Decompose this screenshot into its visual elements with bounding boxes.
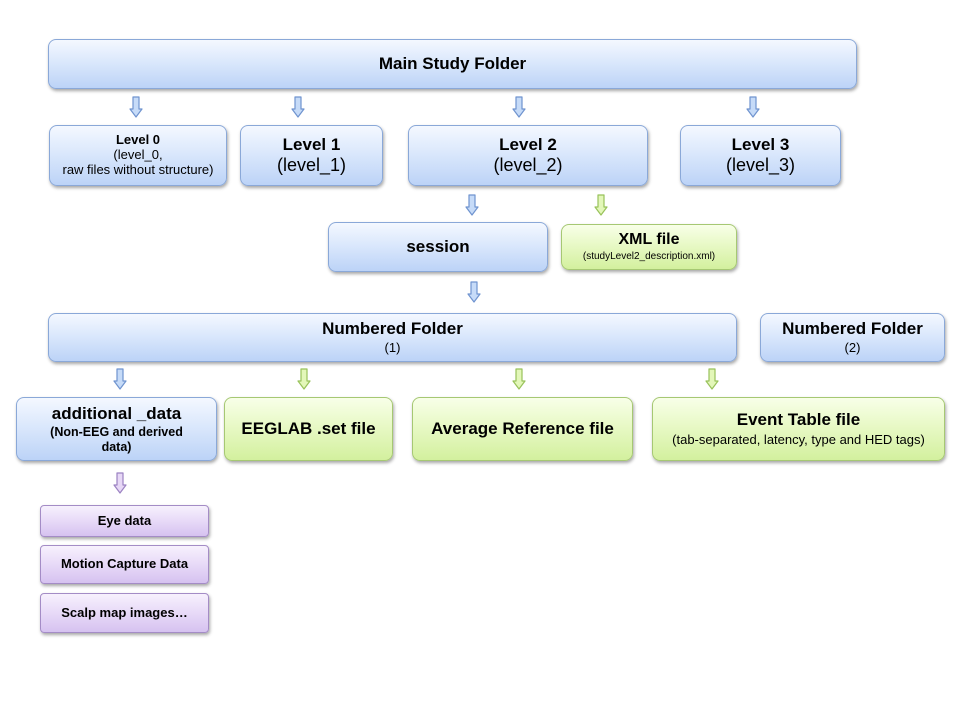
motion-capture-data-title: Motion Capture Data xyxy=(60,556,189,572)
additional-data-title: additional _data xyxy=(51,403,182,423)
motion-capture-data-node: Motion Capture Data xyxy=(40,545,209,584)
level2-subtitle: (level_2) xyxy=(493,154,563,175)
numbered-folder-2-index: (2) xyxy=(844,339,861,355)
level0-node: Level 0 (level_0, raw files without stru… xyxy=(49,125,227,186)
main-study-folder-title: Main Study Folder xyxy=(378,54,527,74)
arrow-main-to-level1 xyxy=(291,96,305,118)
xml-file-filename: (studyLevel2_description.xml) xyxy=(582,251,716,263)
eeglab-set-file-title: EEGLAB .set file xyxy=(241,419,376,439)
arrow-folder-to-eeglab-set xyxy=(297,368,311,390)
arrow-folder-to-additional-data xyxy=(113,368,127,390)
level3-subtitle: (level_3) xyxy=(725,154,796,175)
scalp-map-images-title: Scalp map images… xyxy=(61,604,188,620)
numbered-folder-1-index: (1) xyxy=(384,339,401,355)
event-table-file-node: Event Table file (tab-separated, latency… xyxy=(652,397,945,461)
level2-title: Level 2 xyxy=(499,135,557,155)
xml-file-title: XML file xyxy=(618,231,680,249)
event-table-file-description: (tab-separated, latency, type and HED ta… xyxy=(672,431,925,447)
eye-data-title: Eye data xyxy=(97,512,152,528)
arrow-folder-to-event-table xyxy=(705,368,719,390)
arrow-level2-to-session xyxy=(465,194,479,216)
level3-node: Level 3 (level_3) xyxy=(680,125,841,186)
session-node: session xyxy=(328,222,548,272)
arrow-main-to-level3 xyxy=(746,96,760,118)
scalp-map-images-node: Scalp map images… xyxy=(40,593,209,633)
eye-data-node: Eye data xyxy=(40,505,209,537)
main-study-folder-node: Main Study Folder xyxy=(48,39,857,89)
numbered-folder-1-title: Numbered Folder xyxy=(322,319,463,339)
eeglab-set-file-node: EEGLAB .set file xyxy=(224,397,393,461)
session-title: session xyxy=(406,237,470,257)
arrow-folder-to-average-reference xyxy=(512,368,526,390)
level2-node: Level 2 (level_2) xyxy=(408,125,648,186)
level0-subtitle: (level_0, xyxy=(113,147,163,163)
average-reference-file-node: Average Reference file xyxy=(412,397,633,461)
numbered-folder-2-node: Numbered Folder (2) xyxy=(760,313,945,362)
average-reference-file-title: Average Reference file xyxy=(431,419,614,439)
xml-file-node: XML file (studyLevel2_description.xml) xyxy=(561,224,737,270)
arrow-session-to-numbered-folder xyxy=(467,281,481,303)
level1-title: Level 1 xyxy=(282,135,341,155)
level3-title: Level 3 xyxy=(731,135,790,155)
event-table-file-title: Event Table file xyxy=(736,410,861,430)
arrow-additional-data-to-subitems xyxy=(113,472,127,494)
level0-description: raw files without structure) xyxy=(62,161,214,177)
numbered-folder-1-node: Numbered Folder (1) xyxy=(48,313,737,362)
additional-data-node: additional _data (Non-EEG and derived da… xyxy=(16,397,217,461)
additional-data-subtitle: (Non-EEG and derived xyxy=(50,425,183,440)
level1-subtitle: (level_1) xyxy=(276,154,347,175)
arrow-level2-to-xml-file xyxy=(594,194,608,216)
level1-node: Level 1 (level_1) xyxy=(240,125,383,186)
numbered-folder-2-title: Numbered Folder xyxy=(782,319,923,339)
additional-data-subtitle-2: data) xyxy=(101,439,132,454)
level0-title: Level 0 xyxy=(115,132,161,148)
arrow-main-to-level0 xyxy=(129,96,143,118)
arrow-main-to-level2 xyxy=(512,96,526,118)
